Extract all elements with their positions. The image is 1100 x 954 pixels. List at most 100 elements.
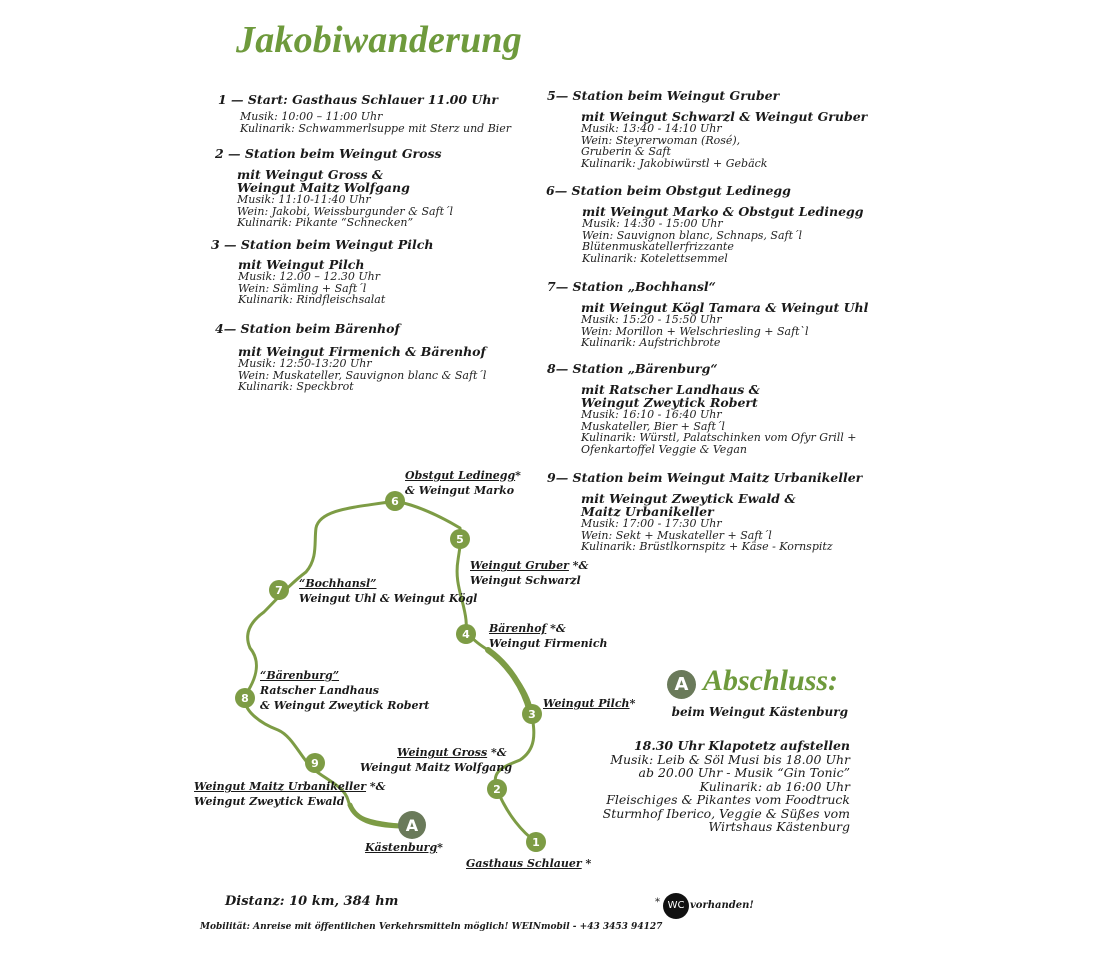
station-detail: Musik: 14:30 - 15:00 Uhr — [582, 217, 723, 230]
station-detail: Wein: Morillon + Welschriesling + Saft`l — [581, 324, 809, 338]
label-place: Weingut Maitz Urbanikeller — [194, 780, 367, 793]
map-label-1: Gasthaus Schlauer * — [466, 856, 591, 871]
station-partners: mit Weingut Schwarzl & Weingut Gruber — [581, 109, 868, 124]
station-heading: 5— Station beim Weingut Gruber — [547, 88, 780, 103]
abschluss-line: Wirtshaus Kästenburg — [708, 819, 850, 834]
mobility-info: Mobilität: Anreise mit öffentlichen Verk… — [200, 922, 663, 932]
map-label-6: Obstgut Ledinegg* & Weingut Marko — [405, 468, 521, 498]
station-detail: Musik: 17:00 - 17:30 Uhr — [581, 517, 722, 530]
station-detail: Wein: Sämling + Saft´l — [238, 281, 367, 295]
station-heading: 2 — Station beim Weingut Gross — [215, 146, 442, 161]
station-partners: Maitz Urbanikeller — [581, 504, 714, 519]
map-label-5: Weingut Gruber *& Weingut Schwarzl — [470, 558, 588, 588]
abschluss-line: Kulinarik: ab 16:00 Uhr — [699, 778, 850, 794]
map-label-7: “Bochhansl” Weingut Uhl & Weingut Kögl — [299, 576, 477, 606]
label-partner: Weingut Maitz Wolfgang — [360, 761, 513, 774]
abschluss-line: Sturmhof Iberico, Veggie & Süßes vom — [602, 805, 850, 821]
abschluss-title: Abschluss: — [703, 664, 839, 697]
station-detail: Blütenmuskatellerfrizzante — [582, 240, 734, 253]
page-title: Jakobiwanderung — [236, 19, 522, 61]
station-detail: Kulinarik: Würstl, Palatschinken vom Ofy… — [581, 431, 857, 444]
label-place: Weingut Pilch — [543, 697, 630, 710]
wc-mark: *& — [546, 622, 566, 635]
station-detail: Musik: 12:50-13:20 Uhr — [238, 357, 372, 370]
label-partner: & Weingut Marko — [405, 484, 515, 497]
station-marker-6: 6 — [385, 491, 405, 511]
label-partner: Ratscher Landhaus — [260, 684, 379, 697]
marker-number: 7 — [275, 584, 283, 597]
wc-mark: * — [629, 697, 636, 710]
map-label-a: Kästenburg* — [365, 840, 443, 855]
station-detail: Wein: Sekt + Muskateller + Saft´l — [581, 528, 772, 542]
station-partners: mit Weingut Kögl Tamara & Weingut Uhl — [581, 300, 869, 315]
route-highlight — [485, 647, 533, 715]
station-heading: 9— Station beim Weingut Maitz Urbanikell… — [547, 470, 863, 485]
wc-mark: * — [515, 469, 521, 482]
station-detail: Kulinarik: Schwammerlsuppe mit Sterz und… — [240, 121, 512, 135]
station-3: 3 — Station beim Weingut Pilch mit Weing… — [211, 237, 433, 306]
station-2: 2 — Station beim Weingut Gross mit Weing… — [215, 146, 453, 229]
station-marker-9: 9 — [305, 753, 325, 773]
marker-number: 4 — [462, 628, 470, 641]
station-5: 5— Station beim Weingut Gruber mit Weing… — [547, 88, 867, 169]
marker-number: 1 — [532, 836, 540, 849]
station-4: 4— Station beim Bärenhof mit Weingut Fir… — [215, 321, 486, 393]
marker-number: 6 — [391, 495, 399, 508]
abschluss-badge: A — [667, 670, 696, 699]
wc-star: * — [655, 897, 660, 908]
marker-number: 2 — [493, 783, 501, 796]
abschluss-line: ab 20.00 Uhr - Musik “Gin Tonic” — [638, 765, 850, 780]
label-place: Obstgut Ledinegg — [405, 469, 516, 482]
label-partner: & Weingut Zweytick Robert — [260, 699, 430, 712]
station-marker-8: 8 — [235, 688, 255, 708]
route-highlight — [347, 802, 403, 829]
station-8: 8— Station „Bärenburg“ mit Ratscher Land… — [547, 361, 857, 455]
station-marker-a: A — [398, 811, 426, 839]
wc-icon: WC — [663, 893, 689, 919]
station-detail: Muskateller, Bier + Saft´l — [581, 419, 725, 433]
station-detail: Kulinarik: Aufstrichbrote — [581, 336, 721, 349]
station-1: 1 — Start: Gasthaus Schlauer 11.00 Uhr M… — [218, 92, 511, 134]
station-heading: 8— Station „Bärenburg“ — [547, 361, 718, 376]
station-partners: mit Ratscher Landhaus & — [581, 382, 760, 397]
wc-mark: *& — [568, 559, 589, 572]
station-detail: Kulinarik: Speckbrot — [238, 380, 354, 393]
marker-number: 3 — [528, 708, 536, 721]
station-heading: 4— Station beim Bärenhof — [215, 321, 400, 336]
station-heading: 3 — Station beim Weingut Pilch — [211, 237, 434, 252]
station-detail: Musik: 13:40 - 14:10 Uhr — [581, 122, 722, 135]
station-detail: Wein: Muskateller, Sauvignon blanc & Saf… — [238, 368, 487, 382]
map-label-3: Weingut Pilch* — [543, 696, 635, 711]
map-label-4: Bärenhof *& Weingut Firmenich — [489, 621, 608, 651]
station-partners: mit Weingut Pilch — [238, 257, 365, 272]
wc-mark: *& — [487, 746, 507, 759]
marker-number: 8 — [241, 692, 249, 705]
station-detail: Wein: Sauvignon blanc, Schnaps, Saft´l — [582, 228, 803, 242]
station-partners: mit Weingut Marko & Obstgut Ledinegg — [582, 204, 864, 219]
station-detail: Kulinarik: Pikante “Schnecken” — [237, 216, 414, 229]
station-detail: Kulinarik: Brüstlkornspitz + Käse - Korn… — [581, 540, 833, 553]
station-detail: Musik: 10:00 – 11:00 Uhr — [240, 110, 383, 123]
station-detail: Kulinarik: Jakobiwürstl + Gebäck — [581, 156, 768, 170]
abschluss-line: Musik: Leib & Söl Musi bis 18.00 Uhr — [610, 751, 850, 767]
station-detail: Wein: Jakobi, Weissburgunder & Saft´l — [237, 204, 454, 218]
station-partners: mit Weingut Zweytick Ewald & — [581, 491, 796, 506]
label-place: Weingut Gruber — [470, 559, 569, 572]
station-marker-1: 1 — [526, 832, 546, 852]
station-detail: Gruberin & Saft — [581, 145, 671, 158]
map-label-9: Weingut Maitz Urbanikeller *& Weingut Zw… — [194, 779, 386, 809]
marker-number: 9 — [311, 757, 319, 770]
label-partner: Weingut Schwarzl — [470, 574, 581, 587]
station-partners: mit Weingut Firmenich & Bärenhof — [238, 344, 486, 359]
station-6: 6— Station beim Obstgut Ledinegg mit Wei… — [546, 183, 864, 264]
station-marker-3: 3 — [522, 704, 542, 724]
station-detail: Musik: 16:10 - 16:40 Uhr — [581, 408, 722, 421]
station-partners: Weingut Zweytick Robert — [581, 395, 758, 410]
abschluss-highlight: 18.30 Uhr Klapotetz aufstellen — [633, 738, 850, 753]
wc-mark: * — [437, 841, 443, 854]
station-detail: Kulinarik: Kotelettsemmel — [582, 251, 728, 265]
distance-info: Distanz: 10 km, 384 hm — [225, 894, 399, 909]
station-detail: Musik: 11:10-11:40 Uhr — [237, 193, 371, 206]
marker-number: 5 — [456, 533, 464, 546]
